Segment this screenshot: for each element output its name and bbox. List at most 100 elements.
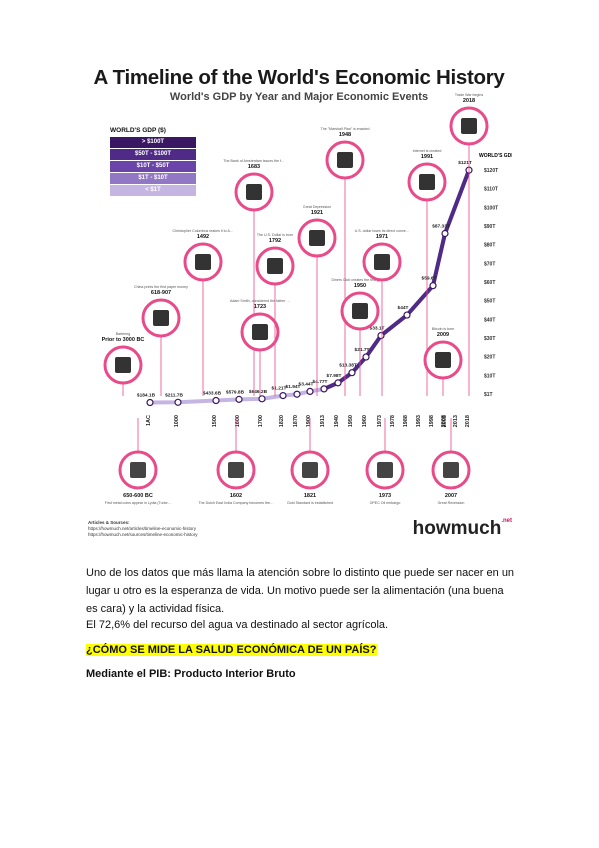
x-tick-label: 1AC [146,415,152,426]
event-text: Gold Standard is established [287,501,333,505]
event-text: China prints the first paper money [134,285,188,289]
x-tick-label: 1000 [174,415,180,427]
event-year: 618-907 [151,290,171,296]
x-tick-label: 2013 [453,415,459,427]
data-point [403,311,411,319]
data-label: $4.77T [313,379,328,385]
data-point [258,395,266,403]
data-label: $59.6T [422,276,437,282]
event-text: Bartering [116,332,131,336]
event-text: The U.S. Dollar is born [257,233,293,237]
infographic-title: A Timeline of the World's Economic Histo… [93,66,505,89]
data-point [306,387,314,396]
sources: Articles & Sources: https://howmuch.net/… [88,520,198,538]
y-tick-label: $70T [484,261,495,267]
event-year: 1821 [304,493,316,499]
x-tick-label: 1700 [258,415,264,427]
x-tick-label: 1988 [403,415,409,427]
event-icon [374,254,390,270]
sources-title: Articles & Sources: [88,520,130,525]
data-point [235,395,243,403]
event-year: 1991 [421,154,433,160]
x-tick-label: 1960 [362,415,368,427]
event-year: 1723 [254,304,266,310]
event-text: Diners Club creates the first gene… [332,278,389,282]
y-tick-label: $90T [484,224,495,230]
x-tick-label: 2018 [465,415,471,427]
data-label: $579.8B [226,389,245,395]
y-tick-label: $110T [484,187,498,193]
event-icon [337,152,353,168]
data-point [348,369,356,377]
data-label: $1.94T [286,384,301,390]
data-label: $21.7T [355,347,370,353]
paragraph-1: Uno de los datos que más llama la atenci… [86,567,515,615]
y-tick-label: $40T [484,317,495,323]
event-icon [302,462,318,478]
event-text: Bitcoin is born [432,327,455,331]
event-year: 2018 [463,98,475,104]
data-point [174,398,182,406]
event-year: 1792 [269,238,281,244]
event-icon [228,462,244,478]
event-icon [195,254,211,270]
data-label: $13.38T [339,363,357,369]
y-tick-label: $100T [484,205,498,211]
data-label: $3.44T [299,381,314,387]
gdp-timeline-chart: WORLD'S GDP ($)$120T$110T$100T$90T$80T$7… [102,93,512,505]
event-text: Christopher Columbus makes it to A… [173,229,234,233]
event-icon [419,174,435,190]
event-text: Great Depression [303,205,331,209]
infographic-subtitle: World's GDP by Year and Major Economic E… [169,91,429,103]
data-point [320,385,328,393]
event-icon [461,118,477,134]
data-label: $121T [458,160,472,166]
event-year: 2007 [445,493,457,499]
answer-text: Mediante el PIB: Producto Interior Bruto [86,668,296,680]
source-link[interactable]: https://howmuch.net/sources/timeline-eco… [88,532,198,537]
event-text: The "Marshall Plan" is enacted [321,127,370,131]
event-text: U.S. dollar loses its direct conve… [355,229,410,233]
x-tick-label: 1500 [212,415,218,427]
y-axis-title: WORLD'S GDP ($) [479,153,512,159]
event-text: Adam Smith, considered the father … [230,299,290,303]
event-text: The Bank of Amsterdam issues the f… [223,159,285,163]
event-year: 1683 [248,164,260,170]
data-point [362,353,370,361]
y-tick-label: $20T [484,355,495,361]
infographic: A Timeline of the World's Economic Histo… [86,62,512,552]
event-year: 1602 [230,493,242,499]
data-point [441,229,449,238]
x-tick-label: 1820 [279,415,285,427]
source-link[interactable]: https://howmuch.net/articles/timeline-ec… [88,526,197,531]
data-label: $646.2B [249,389,268,395]
data-point [429,282,437,290]
event-icon [267,258,283,274]
data-label: $1.21T [272,386,287,392]
legend-item: $10T - $50T [110,161,196,172]
y-tick-label: $10T [484,373,495,379]
data-label: $184.1B [137,393,156,399]
x-tick-label: 1998 [429,415,435,427]
data-point [212,396,220,405]
x-tick-label: 1978 [390,415,396,427]
data-point [279,392,287,400]
legend-item: $1T - $10T [110,173,196,184]
event-icon [352,303,368,319]
data-label: $87.33T [432,223,450,229]
event-year: 1971 [376,234,388,240]
legend-item: < $1T [110,185,196,196]
y-tick-label: $60T [484,280,495,286]
legend-item: $50T - $100T [110,149,196,160]
y-tick-label: $1T [484,392,493,398]
